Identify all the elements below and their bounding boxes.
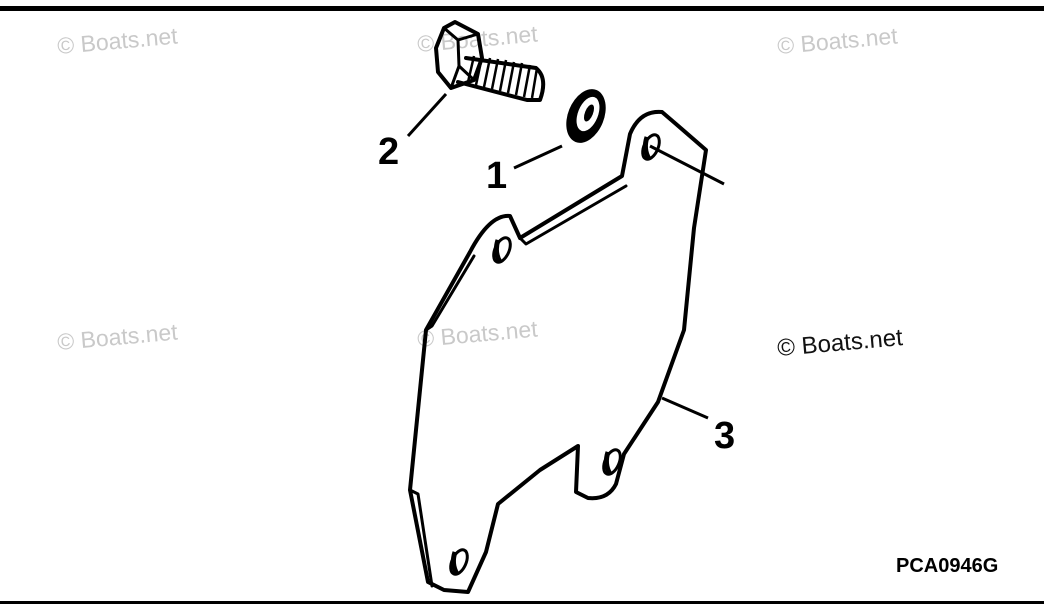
watermark-mid-right: © Boats.net bbox=[776, 324, 904, 362]
alignment-line bbox=[649, 144, 725, 186]
leader-line-2 bbox=[406, 92, 448, 138]
watermark-top-right: © Boats.net bbox=[776, 23, 899, 59]
bottom-border bbox=[0, 601, 1044, 604]
leader-line-3 bbox=[661, 396, 709, 420]
callout-2: 2 bbox=[378, 131, 399, 173]
washer-part bbox=[566, 89, 606, 143]
callout-3: 3 bbox=[714, 415, 735, 457]
callout-1: 1 bbox=[486, 155, 507, 197]
plate-part bbox=[408, 109, 725, 594]
watermark-mid-left: © Boats.net bbox=[56, 319, 179, 355]
top-border bbox=[0, 6, 1044, 11]
leader-line-1 bbox=[513, 144, 563, 170]
bolt-part bbox=[434, 20, 546, 102]
figure-code: PCA0946G bbox=[896, 555, 998, 577]
watermark-top-left: © Boats.net bbox=[56, 23, 179, 59]
